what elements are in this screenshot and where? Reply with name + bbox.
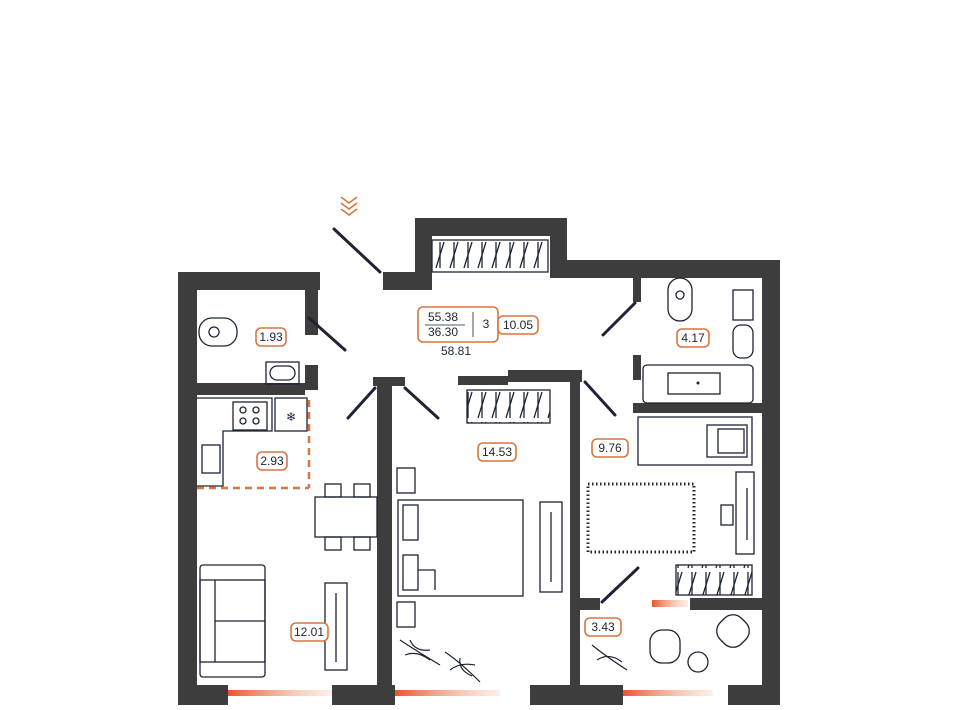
wardrobe-children (675, 564, 753, 596)
dresser (539, 501, 563, 593)
kitchen-counter (197, 397, 273, 487)
furniture: ❄ (197, 239, 755, 683)
single-bed-icon (637, 416, 753, 466)
room-label-living-room: 12.01 (290, 622, 329, 642)
room-area: 3.43 (591, 620, 615, 634)
rug-icon (586, 482, 696, 554)
svg-text:❄: ❄ (286, 410, 296, 424)
room-area: 9.76 (598, 441, 622, 455)
sink-icon (265, 361, 300, 385)
doors (197, 227, 640, 604)
bathtub-icon (642, 364, 754, 404)
washing-machine-icon (732, 289, 754, 321)
room-label-balcony: 3.43 (584, 617, 622, 637)
entrance-chevron-icon (340, 196, 358, 216)
bathroom-sink-icon (732, 324, 754, 359)
toilet-icon (198, 317, 238, 347)
total-area: 55.38 (428, 310, 458, 324)
room-label-bathroom: 4.17 (676, 328, 710, 348)
room-label-bedroom: 14.53 (477, 442, 517, 462)
fridge-icon: ❄ (274, 397, 308, 432)
armchairs-icon (649, 614, 750, 673)
room-area: 4.17 (681, 331, 705, 345)
wardrobe-bedroom (466, 389, 551, 424)
room-area: 2.93 (260, 454, 284, 468)
room-area: 10.05 (503, 318, 533, 332)
nightstand-icon (396, 467, 416, 494)
walls (178, 218, 780, 705)
bathroom-toilet-icon (667, 277, 693, 322)
room-label-hallway: 10.05 (497, 315, 539, 335)
room-area: 1.93 (259, 330, 283, 344)
sofa-icon (199, 564, 266, 678)
room-area: 12.01 (294, 625, 324, 639)
windows (228, 600, 713, 696)
area-with-balcony: 58.81 (441, 344, 471, 358)
room-label-kitchen: 2.93 (256, 451, 288, 471)
room-area: 14.53 (482, 445, 512, 459)
nightstand-icon (396, 601, 416, 628)
dining-table (314, 483, 378, 551)
wardrobe-hallway (431, 239, 549, 273)
bed-icon (397, 499, 524, 597)
plant-icon (399, 639, 628, 683)
room-label-children-room: 9.76 (591, 438, 629, 458)
desk-icon (720, 471, 755, 555)
room-label-toilet: 1.93 (255, 327, 287, 347)
rooms-count: 3 (483, 317, 490, 331)
apartment-summary: 55.38 36.30 3 58.81 (417, 306, 499, 358)
living-area: 36.30 (428, 325, 458, 339)
